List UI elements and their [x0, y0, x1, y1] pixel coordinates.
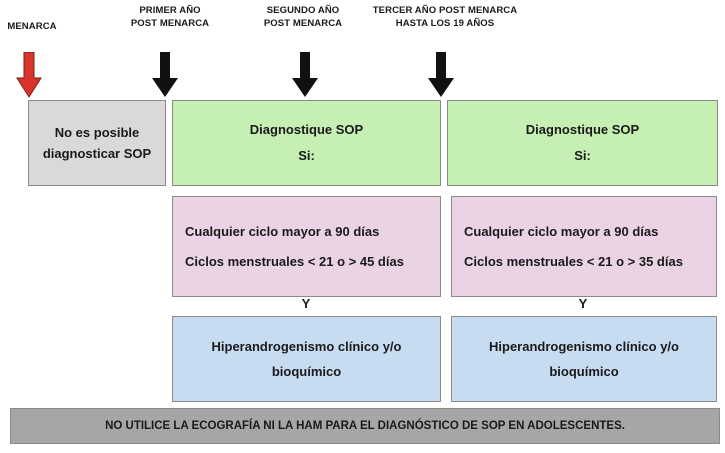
- diagnostique-box-1: Diagnostique SOP Si:: [172, 100, 441, 186]
- hiperandrogenismo-box-2: Hiperandrogenismo clínico y/o bioquímico: [451, 316, 717, 402]
- primer-ano-arrow-icon: [152, 52, 178, 97]
- segundo-ano-label: SEGUNDO AÑO POST MENARCA: [243, 4, 363, 30]
- criterios-2-line-1: Cualquier ciclo mayor a 90 días: [464, 223, 659, 239]
- segundo-ano-line-1: SEGUNDO AÑO: [266, 5, 340, 16]
- hiperandrogenismo-1-line-1: Hiperandrogenismo clínico y/o: [211, 339, 402, 354]
- hiperandrogenismo-2-line-2: bioquímico: [549, 364, 619, 379]
- menarca-arrow-icon: [16, 52, 42, 98]
- connector-y-1: Y: [301, 296, 311, 311]
- diagnostique-box-2: Diagnostique SOP Si:: [447, 100, 718, 186]
- hiperandrogenismo-1-line-2: bioquímico: [271, 364, 342, 379]
- tercer-ano-line-2: HASTA LOS 19 AÑOS: [395, 18, 495, 29]
- diagnostique-2-line-1: Diagnostique SOP: [525, 122, 640, 137]
- segundo-ano-arrow-icon: [292, 52, 318, 97]
- primer-ano-line-2: POST MENARCA: [130, 18, 210, 29]
- no-posible-line-1: No es posible: [54, 125, 140, 140]
- diagnostique-1-line-1: Diagnostique SOP: [249, 122, 364, 137]
- hiperandrogenismo-2-line-1: Hiperandrogenismo clínico y/o: [489, 339, 679, 354]
- no-posible-line-2: diagnosticar SOP: [42, 146, 152, 161]
- diagnostique-1-line-2: Si:: [298, 148, 315, 163]
- warning-banner-text: NO UTILICE LA ECOGRAFÍA NI LA HAM PARA E…: [105, 420, 625, 432]
- primer-ano-label: PRIMER AÑO POST MENARCA: [110, 4, 230, 30]
- diagnostique-2-line-2: Si:: [574, 148, 591, 163]
- criterios-box-1: Cualquier ciclo mayor a 90 días Ciclos m…: [172, 196, 441, 297]
- warning-banner: NO UTILICE LA ECOGRAFÍA NI LA HAM PARA E…: [10, 408, 720, 444]
- primer-ano-line-1: PRIMER AÑO: [139, 5, 201, 16]
- segundo-ano-line-2: POST MENARCA: [263, 18, 343, 29]
- menarca-label: MENARCA: [7, 21, 57, 32]
- criterios-2-line-2: Ciclos menstruales < 21 o > 35 días: [464, 253, 683, 269]
- connector-y-2: Y: [578, 296, 588, 311]
- tercer-ano-label: TERCER AÑO POST MENARCA HASTA LOS 19 AÑO…: [360, 4, 530, 30]
- tercer-ano-line-1: TERCER AÑO POST MENARCA: [372, 5, 518, 16]
- criterios-1-line-1: Cualquier ciclo mayor a 90 días: [185, 223, 380, 239]
- no-posible-box: No es posible diagnosticar SOP: [28, 100, 166, 186]
- criterios-box-2: Cualquier ciclo mayor a 90 días Ciclos m…: [451, 196, 717, 297]
- criterios-1-line-2: Ciclos menstruales < 21 o > 45 días: [185, 253, 404, 269]
- tercer-ano-arrow-icon: [428, 52, 454, 97]
- hiperandrogenismo-box-1: Hiperandrogenismo clínico y/o bioquímico: [172, 316, 441, 402]
